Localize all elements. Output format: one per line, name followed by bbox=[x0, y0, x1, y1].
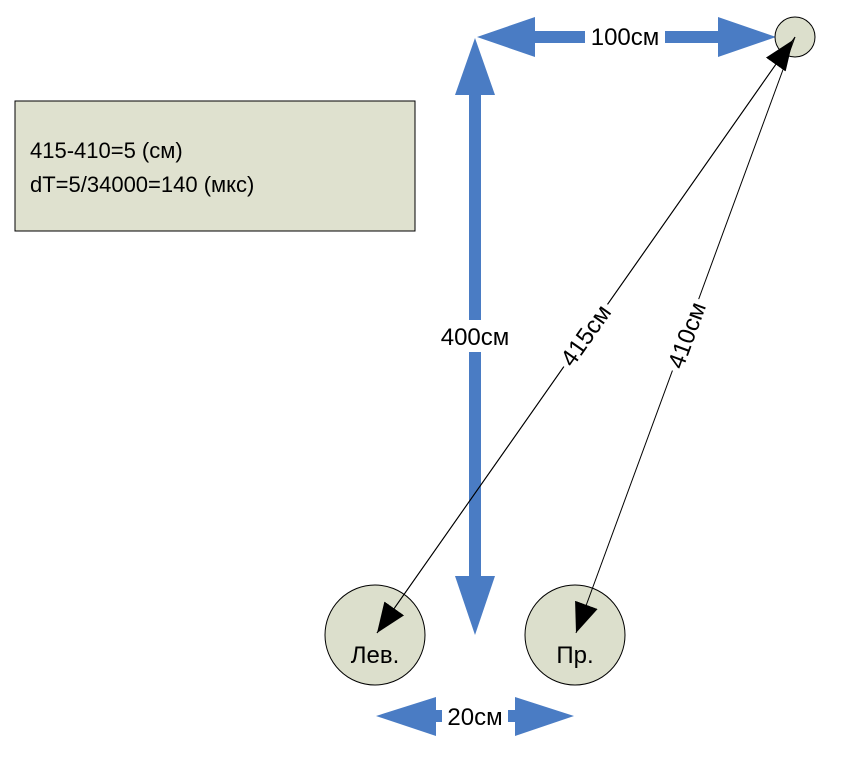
bottom-dimension-label: 20см bbox=[447, 704, 502, 731]
right-microphone: Пр. bbox=[524, 584, 626, 686]
right-distance-label: 410см bbox=[663, 299, 712, 373]
right-microphone-label: Пр. bbox=[556, 642, 593, 669]
vertical-dimension-label: 400см bbox=[441, 324, 510, 351]
note-line-2: dT=5/34000=140 (мкс) bbox=[30, 172, 254, 197]
top-dimension-label: 100см bbox=[591, 24, 660, 51]
left-microphone: Лев. bbox=[324, 584, 426, 686]
left-microphone-label: Лев. bbox=[351, 642, 400, 669]
note-line-1: 415-410=5 (см) bbox=[30, 138, 183, 163]
left-distance-label: 415см bbox=[555, 300, 617, 372]
note-box: 415-410=5 (см) dT=5/34000=140 (мкс) bbox=[14, 100, 416, 232]
